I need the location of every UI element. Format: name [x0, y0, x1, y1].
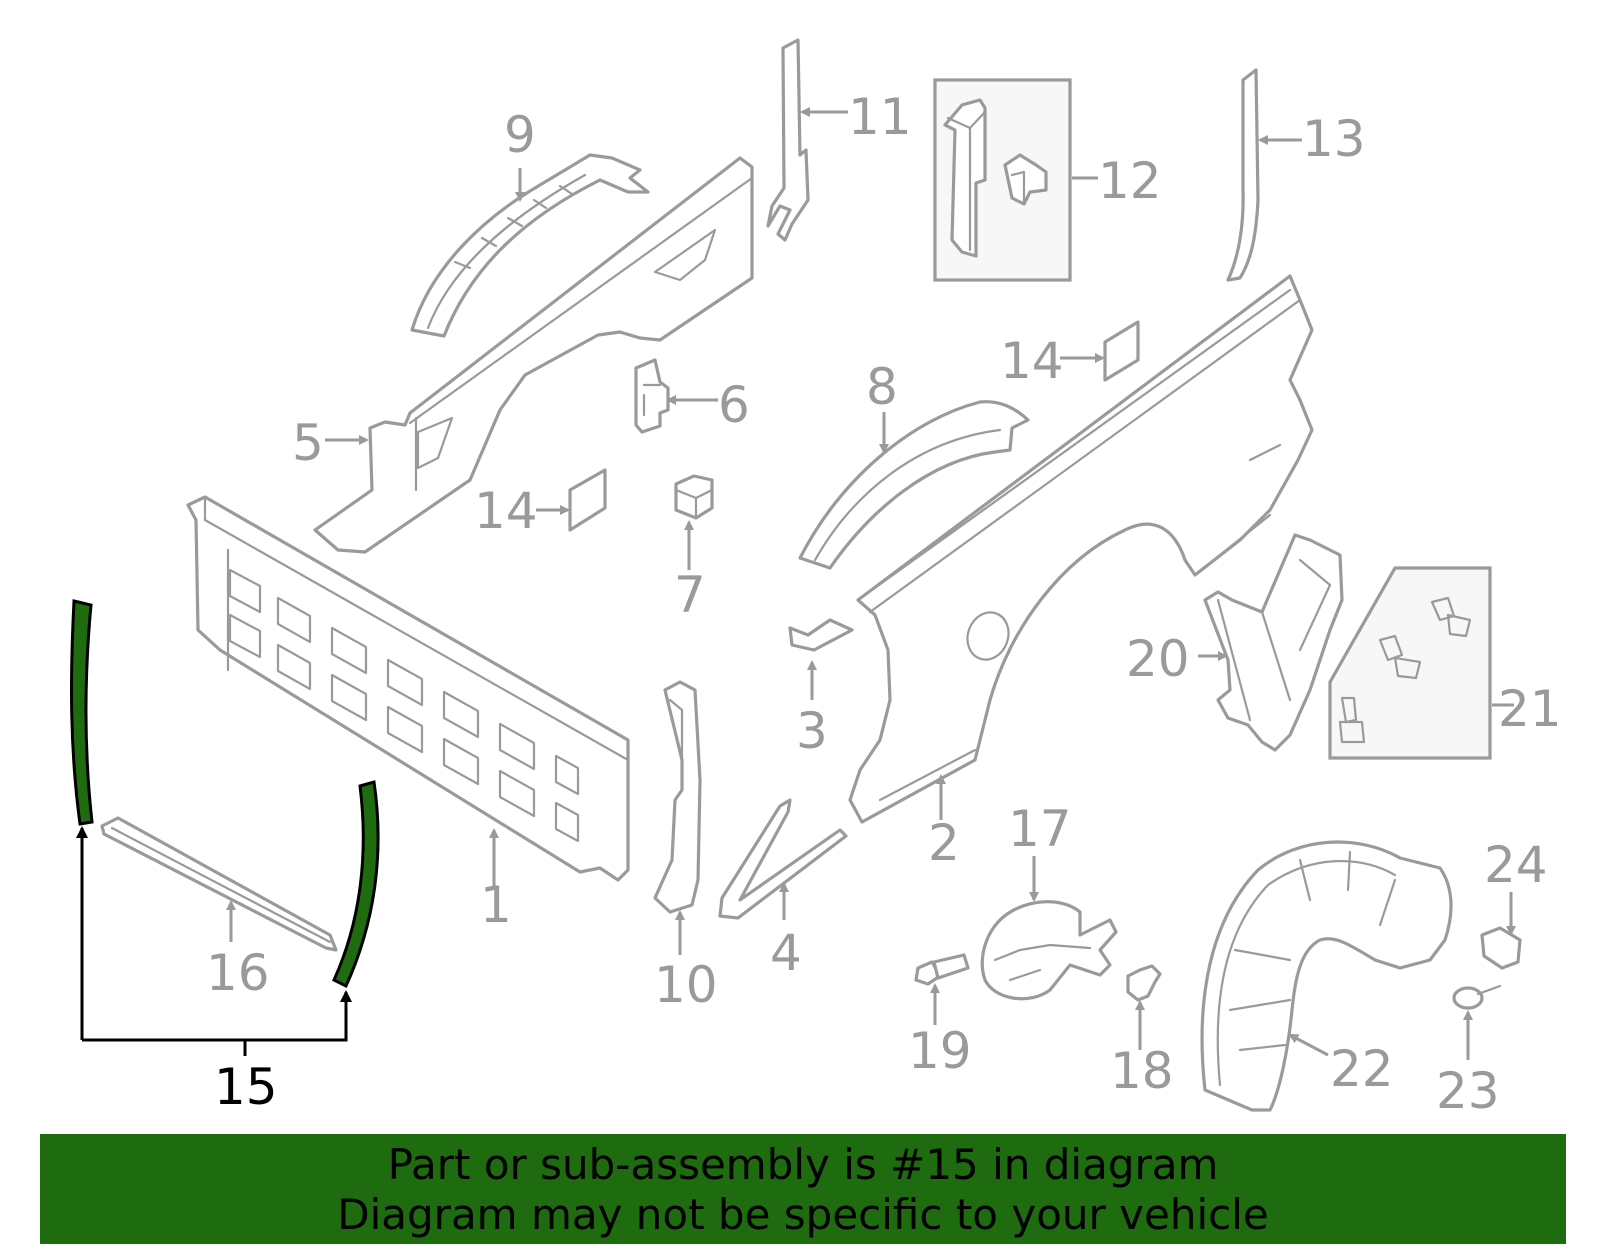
callout-9: 9	[504, 106, 536, 164]
callout-4: 4	[770, 924, 802, 982]
banner-line-2: Diagram may not be specific to your vehi…	[337, 1190, 1269, 1239]
callout-15: 15	[214, 1058, 278, 1116]
callout-1: 1	[480, 876, 512, 934]
part-15-seal-highlighted[interactable]	[70, 599, 380, 989]
part-14-pad-right[interactable]	[1103, 320, 1140, 382]
callout-12: 12	[1098, 152, 1162, 210]
callout-5: 5	[292, 414, 324, 472]
part-18-bumper[interactable]	[1126, 964, 1162, 1002]
part-6-bracket[interactable]	[634, 358, 670, 434]
part-2-outer-side-panel[interactable]	[848, 274, 1314, 824]
part-17-fuel-door[interactable]	[980, 900, 1118, 1001]
callout-3: 3	[796, 702, 828, 760]
part-19-bolt[interactable]	[914, 953, 970, 986]
part-5-inner-side-panel[interactable]	[313, 156, 754, 554]
part-24-clip[interactable]	[1480, 926, 1522, 970]
part-16-rail-cap[interactable]	[100, 816, 338, 952]
callout-24: 24	[1484, 836, 1548, 894]
info-banner: Part or sub-assembly is #15 in diagram D…	[40, 1134, 1566, 1244]
callout-18: 18	[1110, 1042, 1174, 1100]
callout-8: 8	[866, 358, 898, 416]
leader-15-bracket	[76, 826, 352, 1056]
part-10-pillar[interactable]	[653, 680, 702, 914]
part-11-pillar-strip[interactable]	[766, 38, 810, 242]
part-14-pad-left[interactable]	[568, 468, 607, 532]
callout-17: 17	[1008, 800, 1072, 858]
callout-13: 13	[1302, 110, 1366, 168]
callout-16: 16	[206, 944, 270, 1002]
banner-line-1: Part or sub-assembly is #15 in diagram	[387, 1140, 1219, 1189]
part-13-pillar-strip[interactable]	[1226, 68, 1260, 282]
callout-20: 20	[1126, 630, 1190, 688]
part-4-reinforcement[interactable]	[718, 798, 848, 920]
callout-23: 23	[1436, 1062, 1500, 1120]
part-8-wheelhouse-arch[interactable]	[798, 400, 1030, 570]
callout-22: 22	[1330, 1040, 1394, 1098]
callout-19: 19	[908, 1022, 972, 1080]
part-21-bolt-kit-box[interactable]	[1328, 566, 1492, 760]
part-20-splash-shield[interactable]	[1203, 533, 1344, 752]
callout-7: 7	[674, 566, 706, 624]
callout-10: 10	[654, 956, 718, 1014]
leader-lines	[226, 107, 1516, 1060]
callout-21: 21	[1498, 680, 1562, 738]
callout-6: 6	[718, 376, 750, 434]
part-22-wheelhouse-liner[interactable]	[1200, 840, 1453, 1112]
callout-labels: 1 2 3 4 5 6 7 8 9 10 11 12 13 14 14 15 1…	[206, 88, 1562, 1120]
part-3-gusset[interactable]	[788, 618, 854, 652]
part-12-kit-box[interactable]	[933, 78, 1072, 282]
part-23-screw[interactable]	[1452, 984, 1502, 1010]
part-7-bracket[interactable]	[674, 474, 714, 520]
callout-2: 2	[928, 814, 960, 872]
callout-14-left: 14	[474, 482, 538, 540]
callout-11: 11	[848, 88, 912, 146]
callout-14-right: 14	[1000, 332, 1064, 390]
part-1-front-panel[interactable]	[186, 495, 630, 882]
part-9-inner-wheelhouse[interactable]	[410, 153, 650, 338]
